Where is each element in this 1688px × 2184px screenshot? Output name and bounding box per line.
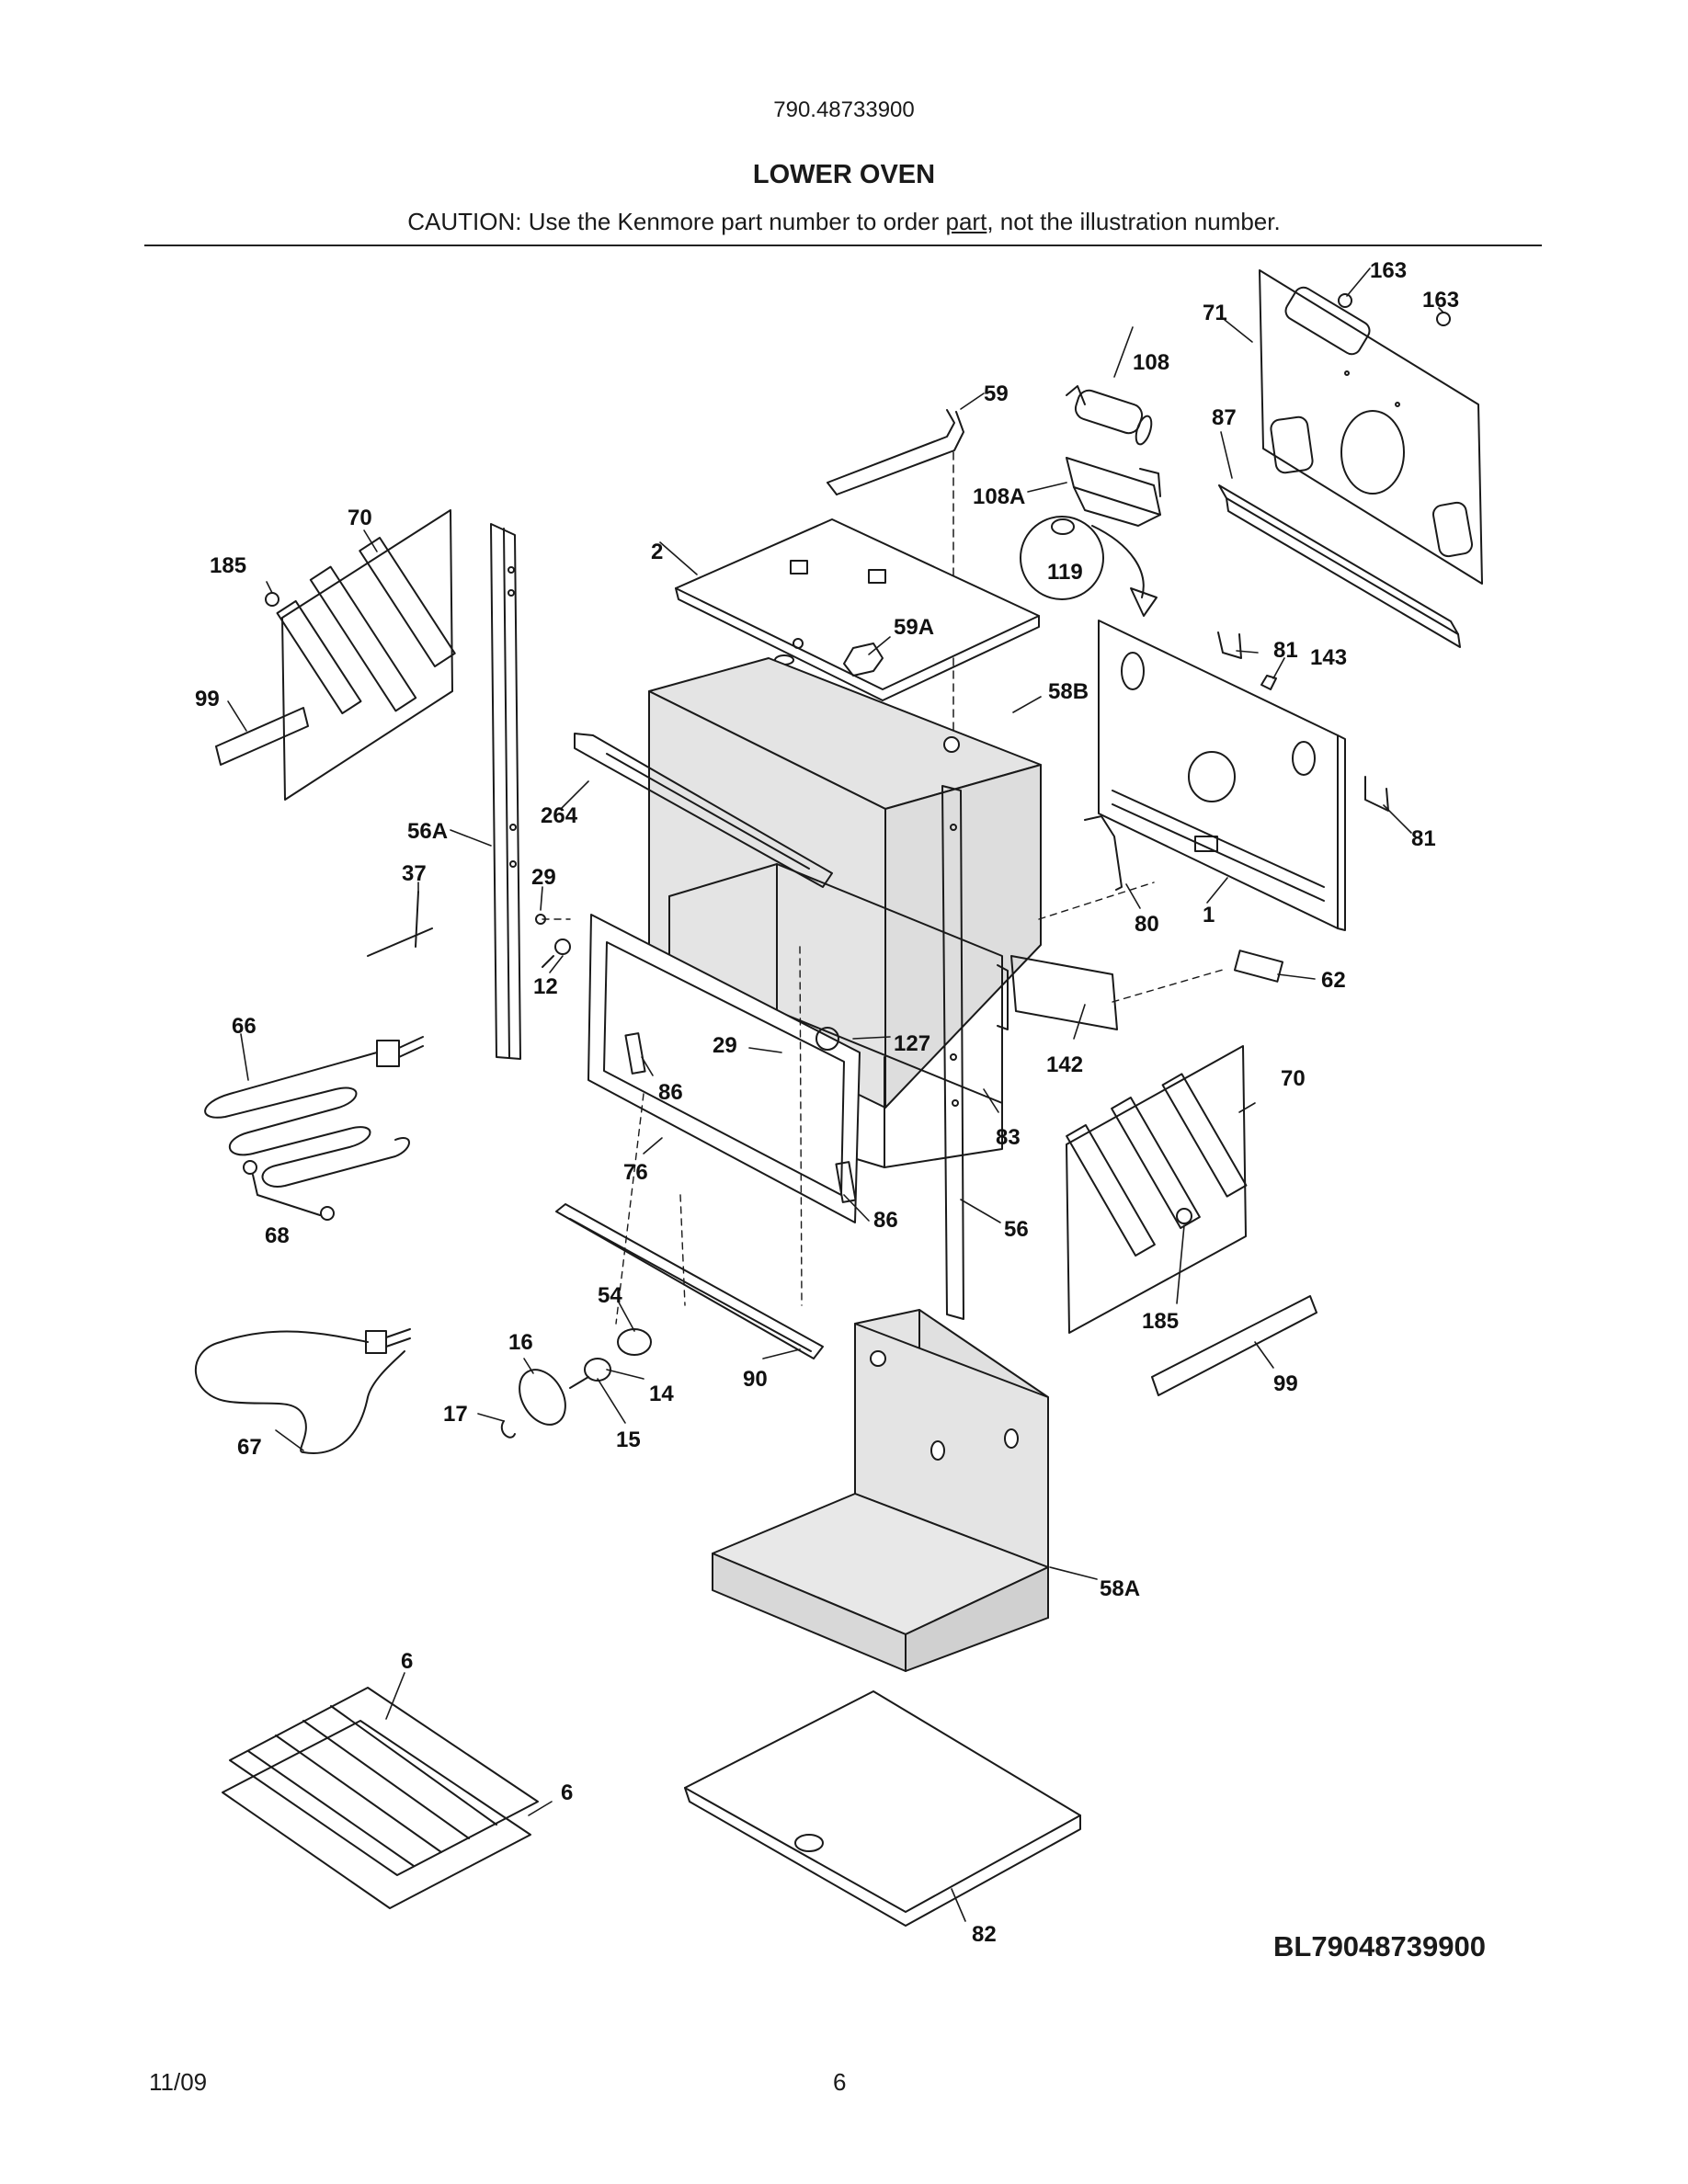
label-56A: 56A [407,819,448,844]
bottom-trim-90 [555,1203,824,1359]
label-82: 82 [972,1922,997,1947]
caution-prefix: CAUTION: Use the Kenmore part number to … [407,208,946,235]
clip-143 [1260,675,1277,690]
label-59A: 59A [894,615,934,640]
label-86: 86 [658,1080,683,1105]
label-185: 185 [1142,1309,1179,1334]
bulb-14 [569,1358,611,1389]
label-29: 29 [531,865,556,890]
label-81: 81 [1273,638,1298,663]
label-37: 37 [402,861,427,886]
terminal-block-62 [1233,950,1284,983]
top-panel-2 [675,518,1040,701]
label-14: 14 [649,1382,674,1406]
insulation-58A [712,1309,1049,1672]
rail-99-right [1151,1295,1317,1396]
label-108A: 108A [973,484,1025,509]
label-90: 90 [743,1367,768,1392]
oven-rack-6 [222,1687,539,1909]
screw-185-left [265,592,279,607]
label-58A: 58A [1100,1576,1140,1601]
label-29: 29 [713,1033,737,1058]
label-163: 163 [1370,258,1407,283]
bracket-81 [1217,631,1389,812]
label-142: 142 [1046,1052,1083,1077]
bracket-80 [1084,815,1123,891]
side-panel-70-left [276,509,456,801]
label-163: 163 [1422,288,1459,313]
label-87: 87 [1212,405,1237,430]
trim-142 [1010,955,1118,1030]
bottom-pan-82 [684,1690,1081,1927]
broil-element-66 [204,1036,424,1189]
section-title: LOWER OVEN [752,160,936,189]
clip-68 [243,1160,335,1221]
label-56: 56 [1004,1217,1029,1242]
rear-panel-71 [1218,269,1483,648]
fan-bracket-108A [1066,457,1161,527]
label-67: 67 [237,1435,262,1460]
label-1: 1 [1203,903,1215,927]
label-66: 66 [232,1014,257,1039]
label-6: 6 [561,1780,573,1805]
label-86: 86 [873,1208,898,1233]
caution-note: CAUTION: Use the Kenmore part number to … [0,208,1688,236]
vent-bar-264 [574,733,833,888]
footer-date: 11/09 [149,2068,208,2096]
screw-185-right [1176,1208,1192,1224]
thermostat-119-callout [1020,516,1158,617]
side-strip-56A [490,523,521,1060]
caution-part-link[interactable]: part [945,208,987,235]
label-62: 62 [1321,968,1346,993]
side-strip-56 [941,785,964,1320]
label-15: 15 [616,1428,641,1452]
label-12: 12 [533,974,558,999]
vent-duct-59 [827,409,964,495]
label-99: 99 [1273,1371,1298,1396]
label-83: 83 [996,1125,1021,1150]
label-127: 127 [894,1031,930,1056]
bracket-83 [997,964,1009,1030]
bulb-12 [542,938,571,968]
label-70: 70 [348,506,372,530]
caution-suffix: , not the illustration number. [987,208,1281,235]
side-panel-70-right [1066,1045,1248,1334]
label-81: 81 [1411,826,1436,851]
label-58B: 58B [1048,679,1089,704]
bake-element-67 [195,1328,411,1454]
diagram-code: BL79048739900 [1273,1930,1486,1962]
cooling-fan-108 [1066,385,1153,446]
label-16: 16 [508,1330,533,1355]
label-17: 17 [443,1402,468,1427]
label-2: 2 [651,540,663,564]
page-number: 6 [833,2068,847,2096]
label-68: 68 [265,1223,290,1248]
rail-99-left [215,707,309,766]
label-70: 70 [1281,1066,1306,1091]
bracket-59A [843,643,884,677]
sensor-probe-37 [367,891,433,957]
label-99: 99 [195,687,220,711]
label-143: 143 [1310,645,1347,670]
label-71: 71 [1203,301,1227,325]
lamp-lens-16 [519,1369,566,1426]
label-108: 108 [1133,350,1169,375]
light-socket-54 [617,1328,652,1356]
rear-wall-panel-1 [1098,620,1346,931]
label-76: 76 [623,1160,648,1185]
label-59: 59 [984,381,1009,406]
header-divider [144,245,1542,246]
label-6: 6 [401,1649,413,1674]
label-185: 185 [210,553,246,578]
label-264: 264 [541,803,578,828]
label-119: 119 [1047,560,1083,585]
label-54: 54 [598,1283,622,1308]
wire-17 [500,1420,516,1439]
label-80: 80 [1135,912,1159,937]
model-number: 790.48733900 [773,97,915,122]
